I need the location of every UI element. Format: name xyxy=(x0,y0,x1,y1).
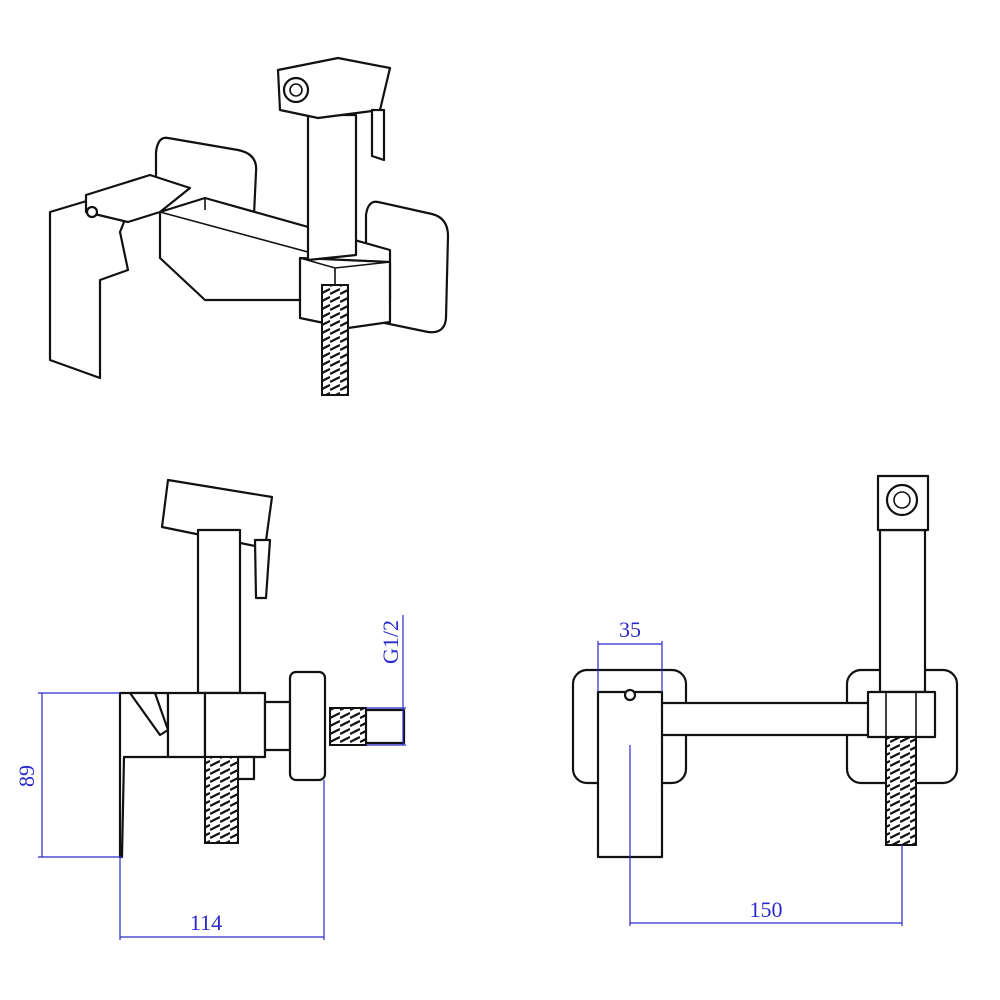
dimension-body-width-label: 35 xyxy=(619,617,641,642)
dimension-center-distance: 150 xyxy=(629,745,903,926)
side-view xyxy=(118,478,406,859)
dimension-thread: G1/2 xyxy=(366,615,406,746)
isometric-view xyxy=(48,56,450,396)
iso-spray-nozzle-inner xyxy=(289,83,303,97)
dimension-depth-label: 114 xyxy=(190,910,222,935)
front-hose xyxy=(885,736,917,846)
front-spray-nozzle-inner xyxy=(893,491,911,509)
front-lever-screw xyxy=(623,688,637,702)
iso-lever-screw xyxy=(85,205,99,219)
dimension-height-label: 89 xyxy=(14,765,39,787)
iso-spray-nozzle xyxy=(282,76,310,104)
side-sprayer-trigger xyxy=(253,538,272,600)
side-hose xyxy=(204,756,239,844)
side-sprayer-shaft xyxy=(196,528,242,695)
dimension-center-distance-label: 150 xyxy=(750,897,783,922)
iso-body xyxy=(48,198,130,380)
front-arm xyxy=(658,701,872,737)
side-wall-flange xyxy=(288,670,327,782)
side-holder xyxy=(203,691,267,759)
dimension-body-width: 35 xyxy=(597,617,663,692)
dimension-depth: 114 xyxy=(119,780,325,940)
iso-hose xyxy=(321,284,349,396)
side-stub xyxy=(236,755,256,781)
iso-sprayer-shaft xyxy=(306,113,358,262)
front-sprayer-shaft xyxy=(878,528,927,694)
dimension-height: 89 xyxy=(14,692,122,858)
front-spray-nozzle xyxy=(885,483,919,517)
side-connector xyxy=(166,691,207,759)
side-pipe xyxy=(364,708,406,745)
side-thread xyxy=(329,707,367,746)
side-nut xyxy=(263,700,292,752)
iso-sprayer-trigger xyxy=(370,108,386,162)
front-holder xyxy=(866,690,937,739)
dimension-thread-label: G1/2 xyxy=(378,620,403,664)
